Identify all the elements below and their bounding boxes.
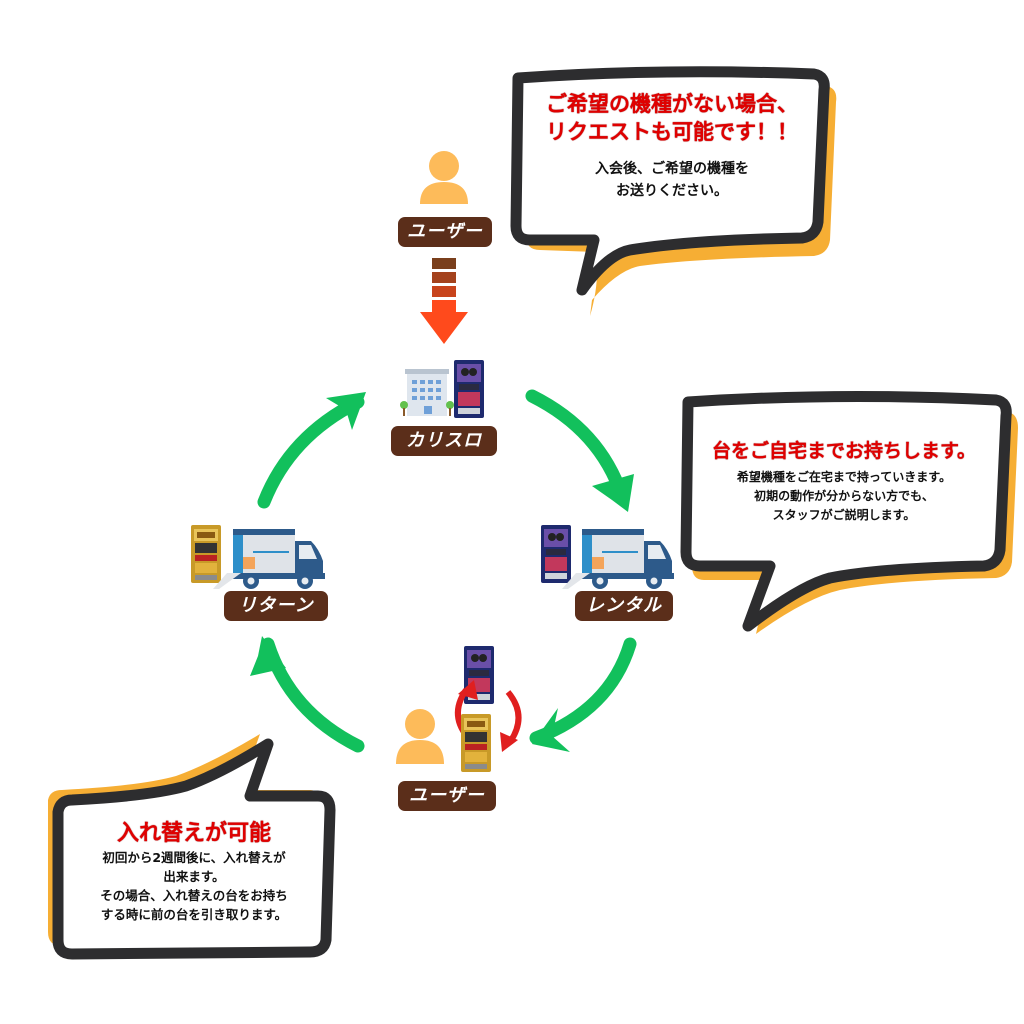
arrowhead-2 xyxy=(592,474,634,512)
cycle-arrow-return-to-karisuro xyxy=(257,395,365,509)
bubble-request-title-line: ご希望の機種がない場合、 xyxy=(546,92,798,116)
bubble-delivery xyxy=(680,390,1018,634)
gold-pachislot-machine-icon-swap-old xyxy=(461,714,491,772)
bubble-request-body-line: 入会後、ご希望の機種を xyxy=(595,161,749,177)
bubble-delivery-outline xyxy=(680,390,1012,632)
badge-rental: レンタル xyxy=(575,591,673,621)
delivery-truck-icon-rental xyxy=(562,529,674,589)
bubble-swap-body-line: する時に前の台を引き取ります。 xyxy=(100,907,288,922)
badge-return: リターン xyxy=(224,591,328,621)
badge-user-top: ユーザー xyxy=(398,217,492,247)
office-building-icon xyxy=(400,369,454,416)
delivery-truck-icon xyxy=(213,529,325,589)
bubble-delivery-title-line: 台をご自宅までお持ちします。 xyxy=(711,440,977,462)
bubble-delivery-body: 希望機種をご在宅まで持っていきます。 初期の動作が分からない方でも、 スタッフが… xyxy=(694,468,994,525)
cycle-arrow-karisuro-to-rental xyxy=(525,389,629,503)
bubble-request-outline xyxy=(510,66,830,296)
badge-karisuro: カリスロ xyxy=(391,426,497,456)
bubble-swap-body-line: その場合、入れ替えの台をお持ち xyxy=(100,888,288,903)
bubble-swap-title: 入れ替えが可能 xyxy=(66,820,322,848)
bubble-request-title-line: リクエストも可能です！！ xyxy=(546,120,798,144)
bubble-delivery-body-line: スタッフがご説明します。 xyxy=(772,508,916,522)
bubble-swap-body-line: 出来ます。 xyxy=(163,869,225,884)
badge-user-bottom: ユーザー xyxy=(398,781,496,811)
pachislot-machine-icon xyxy=(454,360,484,418)
bubble-swap-body: 初回から2週間後に、入れ替えが 出来ます。 その場合、入れ替えの台をお持ち する… xyxy=(66,848,322,924)
bubble-delivery-body-line: 希望機種をご在宅まで持っていきます。 xyxy=(736,470,952,484)
pachislot-machine-icon-rental xyxy=(541,525,571,583)
bubble-delivery-text: 台をご自宅までお持ちします。 希望機種をご在宅まで持っていきます。 初期の動作が… xyxy=(694,438,994,525)
bubble-swap-body-line: 初回から2週間後に、入れ替えが xyxy=(102,850,286,865)
cycle-arrow-user-to-return xyxy=(261,637,365,753)
down-arrow-icon xyxy=(420,258,468,344)
arrowhead-4 xyxy=(250,636,286,676)
user-icon xyxy=(420,151,468,204)
bubble-request-body: 入会後、ご希望の機種を お送りください。 xyxy=(524,158,820,202)
user-icon-bottom xyxy=(396,709,444,764)
bubble-swap-outline xyxy=(52,738,336,960)
bubble-request xyxy=(510,66,837,316)
bubble-swap-title-line: 入れ替えが可能 xyxy=(116,821,271,846)
bubble-delivery-body-line: 初期の動作が分からない方でも、 xyxy=(754,489,934,503)
bubble-request-title: ご希望の機種がない場合、 リクエストも可能です！！ xyxy=(524,90,820,146)
bubble-swap xyxy=(48,734,336,960)
bubble-swap-text: 入れ替えが可能 初回から2週間後に、入れ替えが 出来ます。 その場合、入れ替えの… xyxy=(66,820,322,924)
bubble-request-body-line: お送りください。 xyxy=(616,183,728,199)
arrowhead-1 xyxy=(326,392,366,430)
bubble-request-text: ご希望の機種がない場合、 リクエストも可能です！！ 入会後、ご希望の機種を お送… xyxy=(524,90,820,202)
bubble-delivery-title: 台をご自宅までお持ちします。 xyxy=(694,438,994,464)
arrowhead-3 xyxy=(532,708,570,752)
gold-pachislot-machine-icon xyxy=(191,525,221,583)
